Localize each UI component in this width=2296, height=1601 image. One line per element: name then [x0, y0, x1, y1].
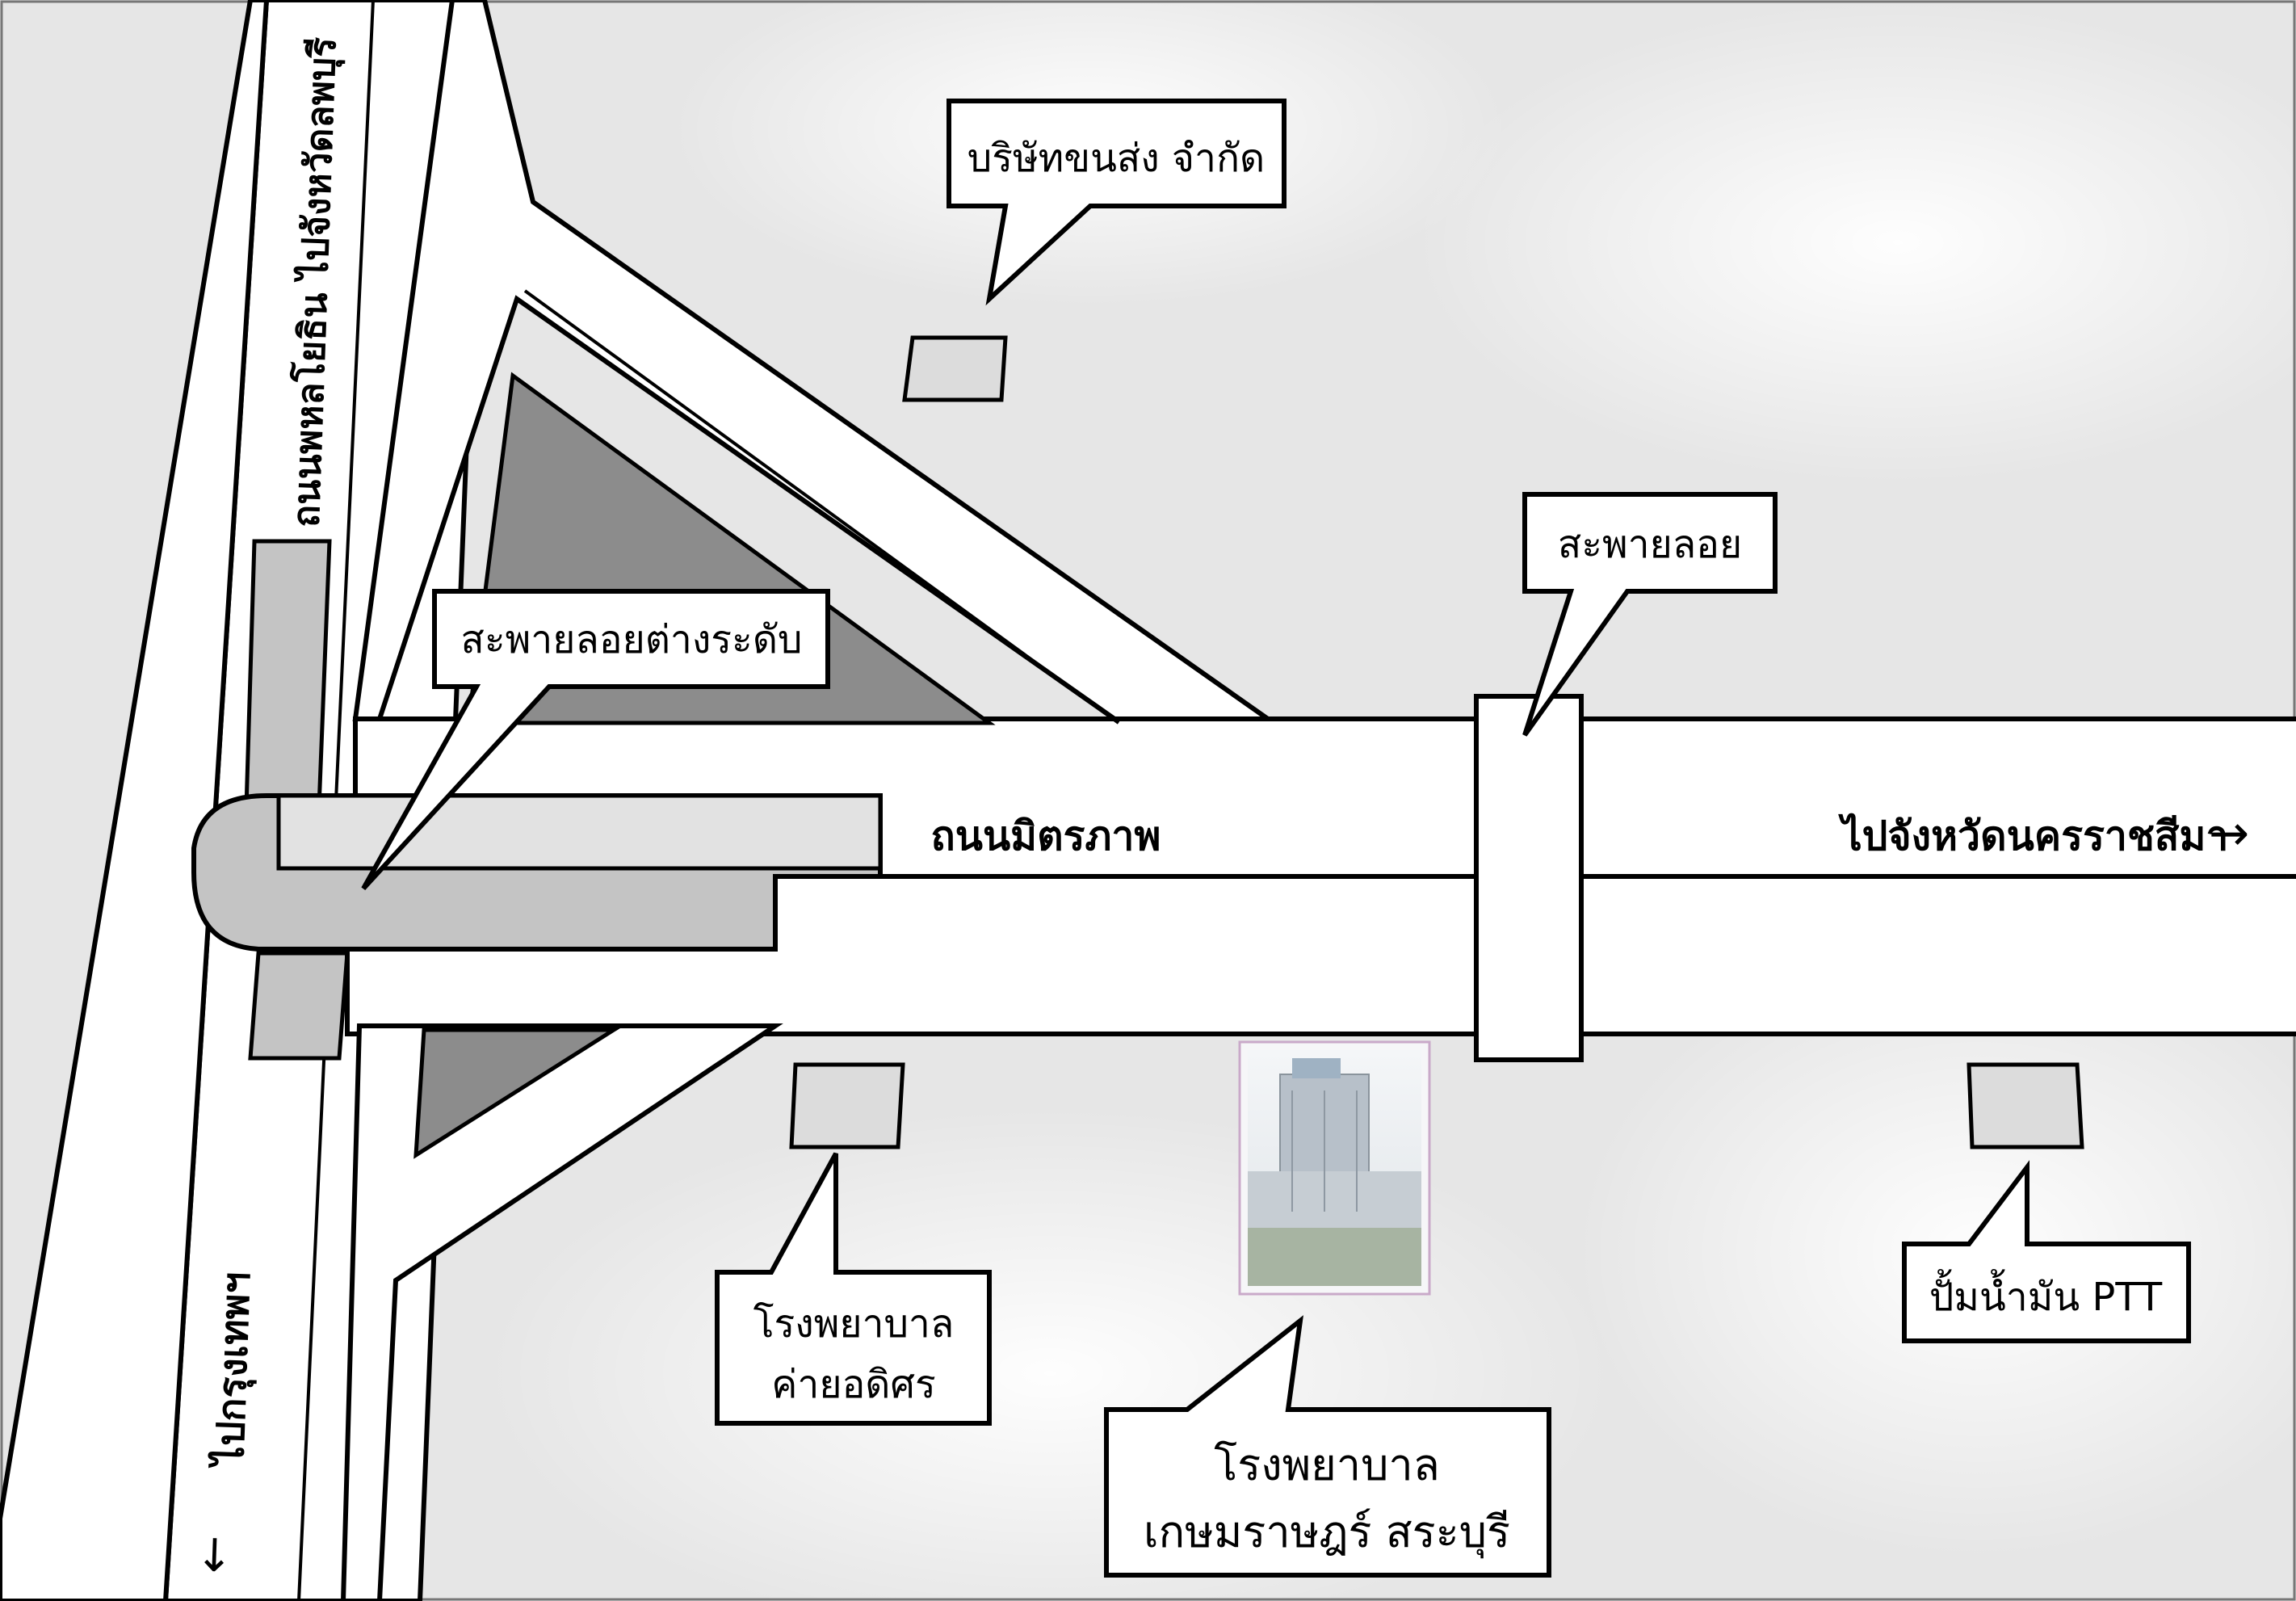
interchange-label: สะพายลอยต่างระดับ: [461, 617, 803, 662]
kasemrad-hospital-photo: [1238, 1040, 1431, 1296]
to-bangkok-label: ไปกรุงเทพฯ: [207, 1271, 261, 1470]
phahonyothin-outer-lane: [0, 0, 270, 1601]
to-nakhon-ratchasima-label: ไปจังหวัดนครราชสีมา: [1837, 812, 2228, 859]
left-arrow-icon: ←: [187, 1535, 241, 1574]
right-arrow-icon: →: [2209, 805, 2249, 862]
callout-transport-company: บริษัทขนส่ง จำกัด: [947, 99, 1287, 306]
interchange-shade-upper: [244, 539, 332, 810]
callout-kasemrad-hospital: โรงพยาบาล เกษมราษฎร์ สระบุรี: [1104, 1315, 1551, 1578]
transport-company-building: [902, 335, 1008, 402]
adisorn-hospital-building: [789, 1062, 905, 1149]
interchange-ramp-light: [276, 793, 883, 871]
adisorn-hospital-label-line2: ค่ายอดิศร: [771, 1362, 935, 1407]
diagonal-branch-road-upper: [352, 0, 1276, 721]
callout-interchange: สะพายลอยต่างระดับ: [361, 589, 830, 891]
interchange-shade-lower: [248, 951, 350, 1061]
callout-ptt-station: ปั้มน้ำมัน PTT: [1902, 1160, 2191, 1343]
transport-company-label: บริษัทขนส่ง จำกัด: [968, 136, 1265, 181]
callout-overpass: สะพายลอย: [1522, 492, 1778, 737]
ptt-station-label: ปั้มน้ำมัน PTT: [1929, 1269, 2163, 1320]
kasemrad-hospital-label-line1: โรงพยาบาล: [1214, 1439, 1440, 1490]
callout-adisorn-hospital: โรงพยาบาล ค่ายอดิศร: [715, 1152, 992, 1426]
kasemrad-hospital-label-line2: เกษมราษฎร์ สระบุรี: [1144, 1506, 1510, 1559]
shaded-triangle-lower: [413, 1027, 621, 1159]
branch-road-divider: [523, 289, 1120, 725]
ptt-station-building: [1967, 1062, 2084, 1149]
mittraphap-road-label: ถนนมิตรภาพ: [931, 812, 1161, 859]
diagonal-branch-road-lower: [340, 1023, 783, 1601]
shade-patch: [1413, 0, 2296, 485]
adisorn-hospital-label-line1: โรงพยาบาล: [753, 1301, 955, 1347]
overpass-label: สะพายลอย: [1558, 522, 1742, 567]
overpass-bridge: [1474, 694, 1584, 1062]
